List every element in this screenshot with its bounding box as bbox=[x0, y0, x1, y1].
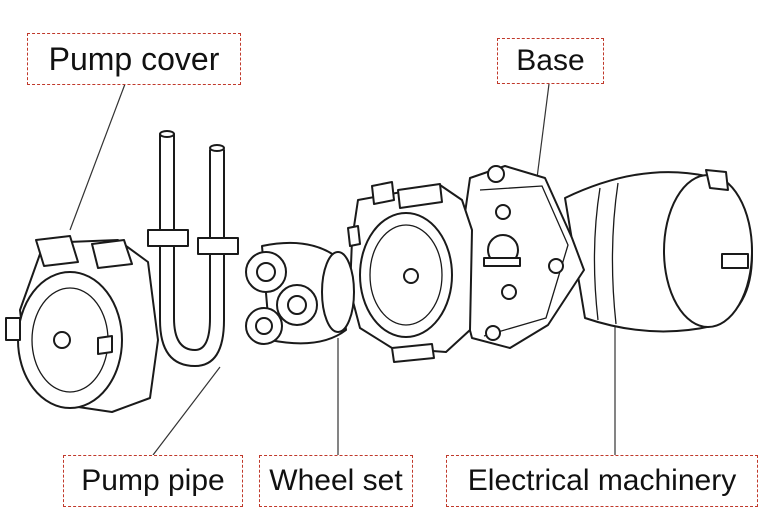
leader-pump-cover bbox=[69, 83, 126, 231]
wheel-set-drawing bbox=[245, 241, 355, 345]
leader-base bbox=[536, 83, 550, 179]
wheel-set-label: Wheel set bbox=[259, 455, 413, 507]
rotor-frame-drawing bbox=[347, 181, 473, 363]
base-drawing bbox=[461, 165, 585, 349]
electrical-machinery-label: Electrical machinery bbox=[446, 455, 758, 507]
base-label: Base bbox=[497, 38, 604, 84]
leader-pump-pipe bbox=[152, 366, 221, 456]
pump-pipe-label: Pump pipe bbox=[63, 455, 243, 507]
leader-lines bbox=[69, 83, 616, 456]
motor-drawing bbox=[564, 169, 753, 333]
pump-pipe-drawing bbox=[147, 130, 239, 367]
pump-cover-label: Pump cover bbox=[27, 33, 241, 85]
pump-cover-drawing bbox=[5, 235, 159, 413]
